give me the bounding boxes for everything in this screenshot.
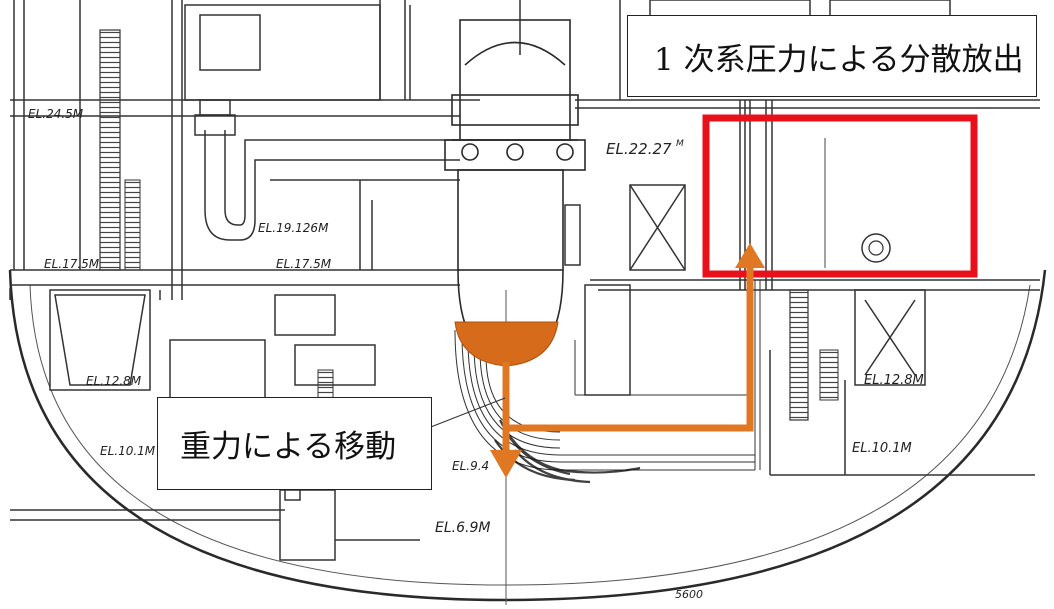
el-label-6-9: EL.6.9M — [435, 520, 490, 536]
callout-primary-pressure: 1 次系圧力による分散放出 — [627, 15, 1037, 97]
el-label-22-27: EL.22.27 — [606, 140, 672, 158]
mid-structures — [10, 184, 1035, 561]
el-label-17-5-mid: EL.17.5M — [276, 257, 332, 271]
el-label-12-8-left: EL.12.8M — [86, 374, 142, 388]
cavity-lines — [454, 280, 761, 471]
down-arrowhead — [490, 450, 522, 478]
el-label-12-8-right: EL.12.8M — [864, 373, 924, 388]
el-label-10-1-right: EL.10.1M — [852, 441, 912, 456]
el-label-22-27-sup: M — [676, 139, 684, 149]
el-label-9-4: EL.9.4 — [452, 459, 489, 473]
callout-leader — [417, 397, 506, 433]
ladder-left — [99, 29, 121, 271]
fan-symbol — [861, 233, 891, 263]
ladder-left-low — [124, 179, 141, 271]
ladder-right — [789, 289, 809, 421]
el-label-19-126: EL.19.126M — [258, 221, 329, 235]
main-pipe — [194, 99, 460, 241]
flow-arrow-icon — [502, 268, 754, 455]
discharge-highlight-box — [702, 114, 978, 278]
containment-wall-inner — [29, 284, 1031, 586]
callout-gravity-movement: 重力による移動 — [157, 397, 432, 490]
ladder-center — [819, 349, 839, 401]
debris-bowl-icon — [454, 321, 559, 367]
dimension-label: 5600 — [675, 588, 703, 601]
el-label-24-5: EL.24.5M — [28, 107, 84, 121]
el-label-10-1-left: EL.10.1M — [100, 444, 156, 458]
up-arrowhead — [735, 243, 765, 268]
reactor-vessel — [444, 19, 586, 361]
containment-wall — [8, 269, 1047, 602]
el-label-17-5-left: EL.17.5M — [44, 257, 100, 271]
